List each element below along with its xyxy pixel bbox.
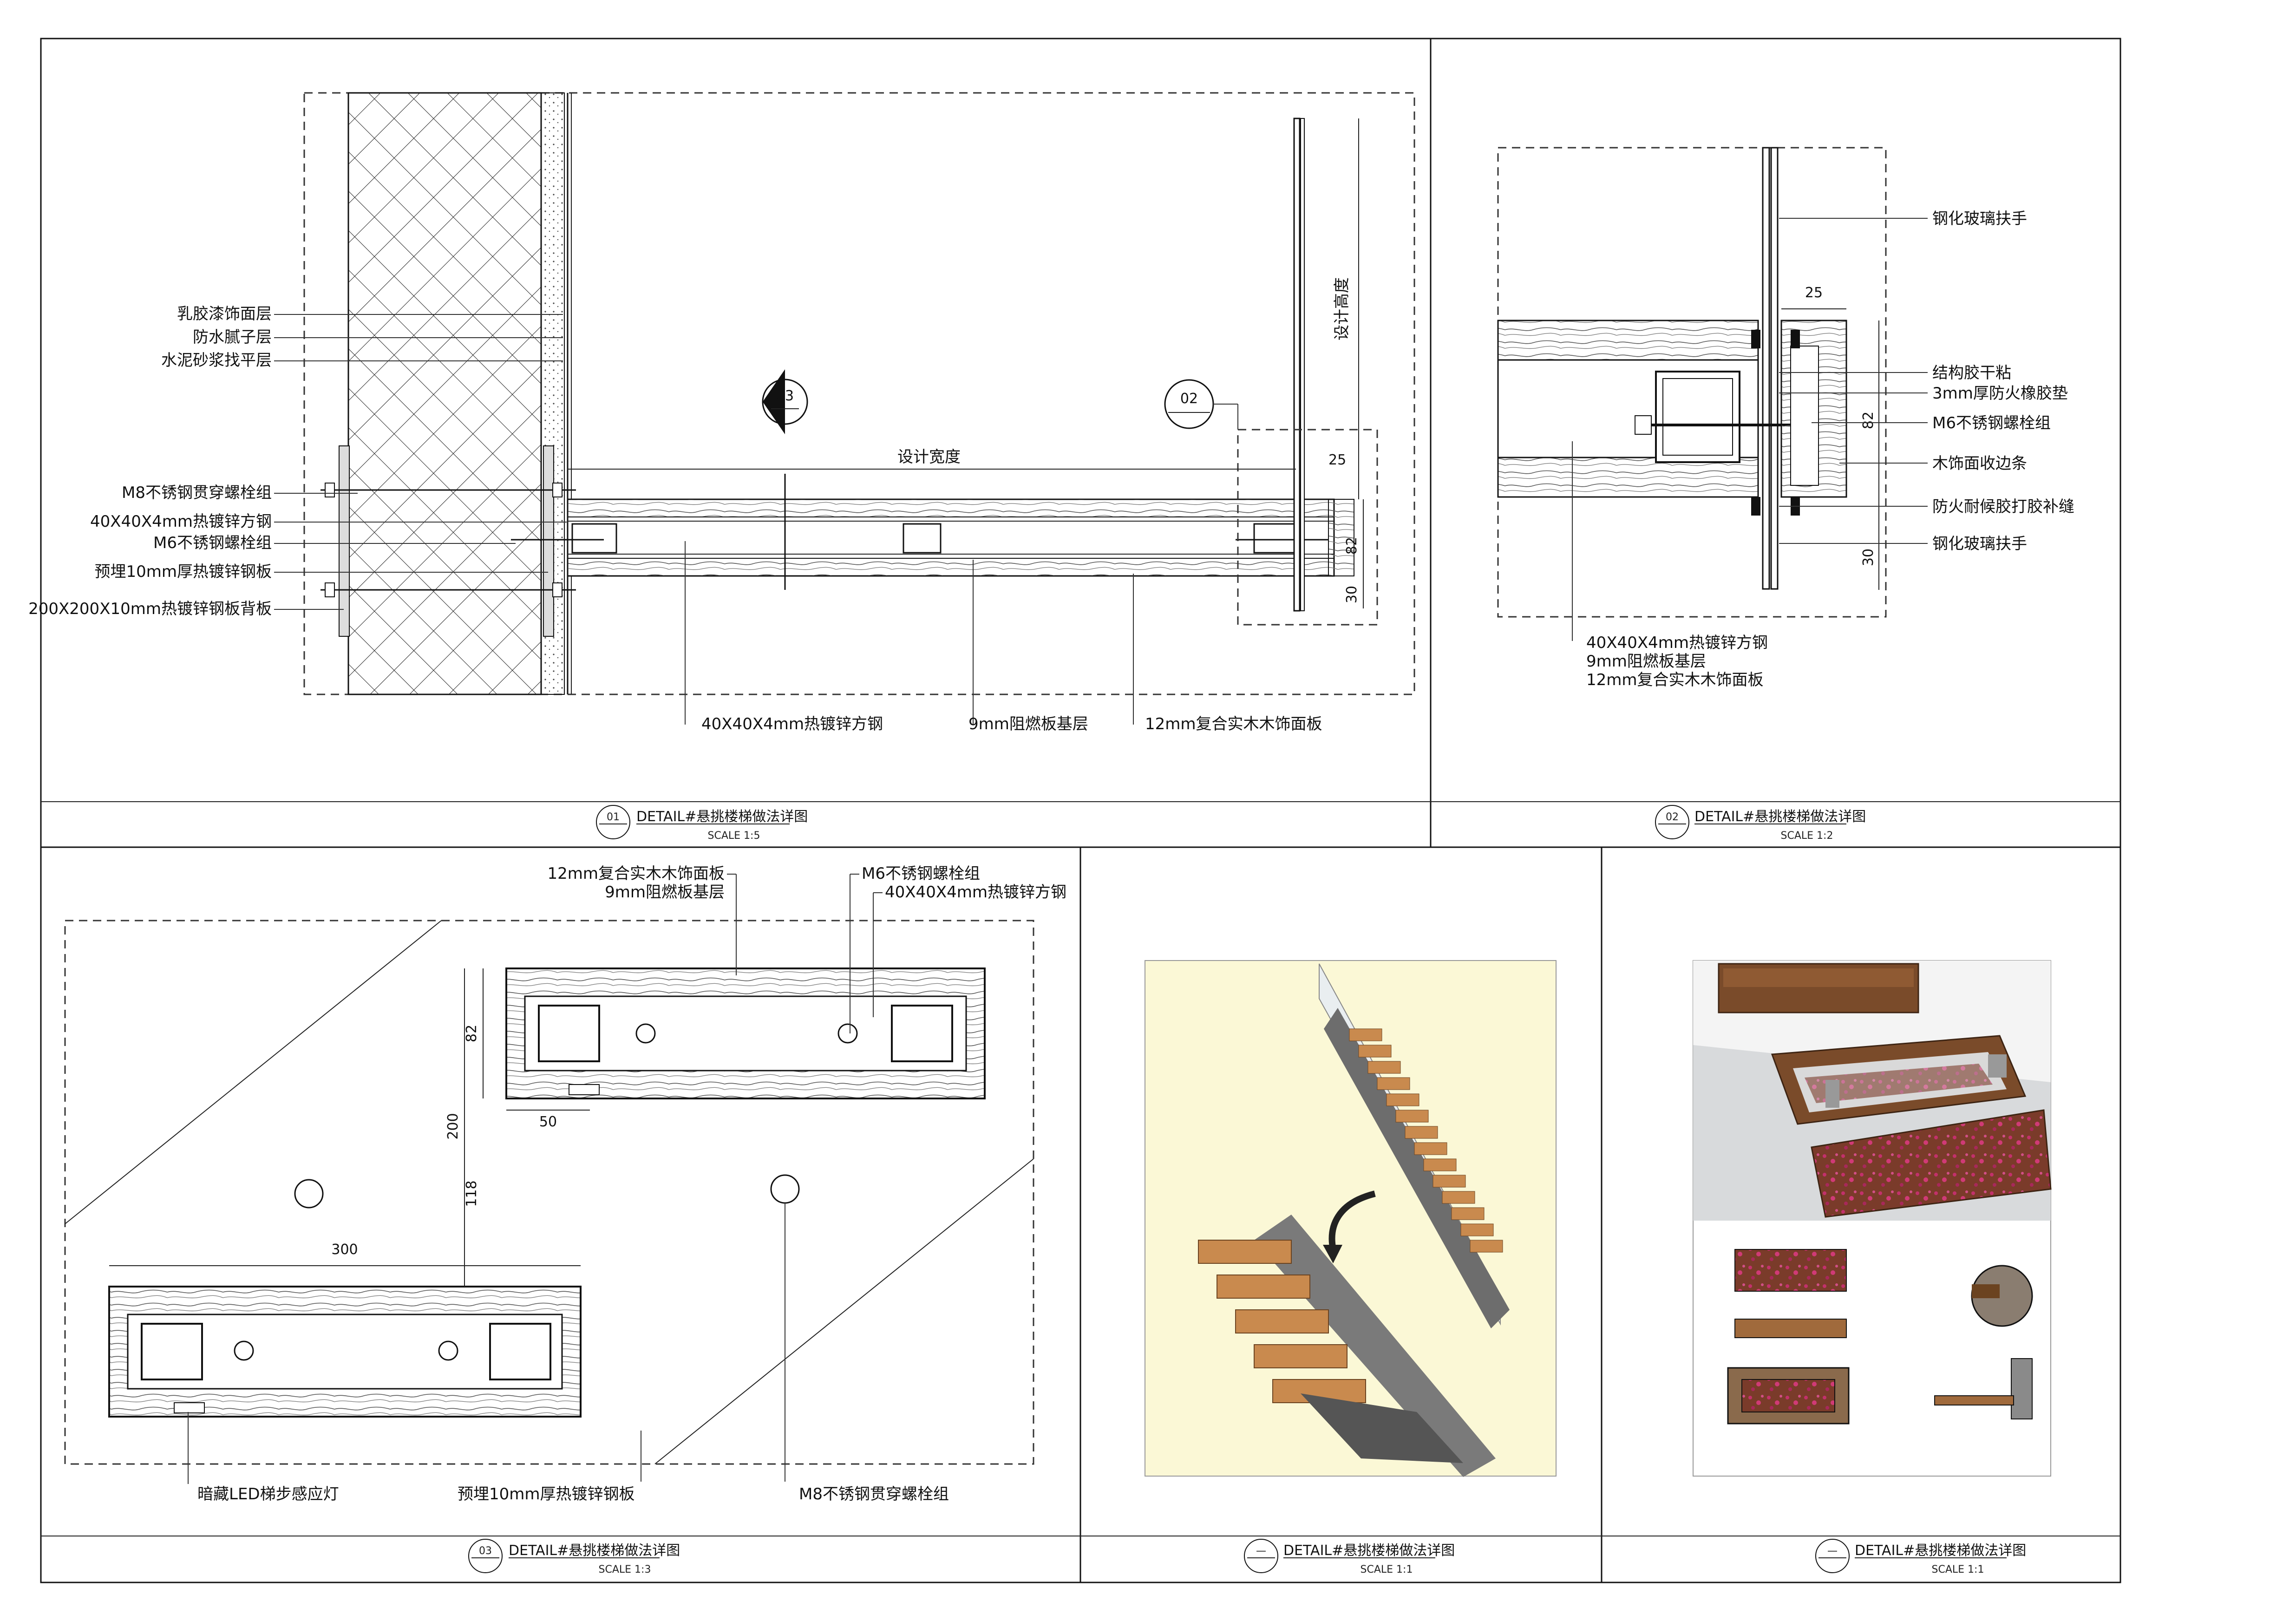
p02-label-steel: 40X40X4mm热镀锌方钢 — [1586, 634, 1768, 652]
dim-82: 82 — [1344, 537, 1360, 555]
panel-02-detail: 25 82 30 钢化玻璃扶手 结构胶干粘 3mm厚防火橡胶垫 M6不锈钢螺栓组… — [1497, 147, 2074, 842]
p02-label-glass-bottom: 钢化玻璃扶手 — [1932, 535, 2027, 553]
panel-03-detail: 82 200 118 50 300 12mm复合实木木饰面板 9mm阻燃板基层 … — [64, 864, 1066, 1575]
svg-text:03: 03 — [479, 1545, 492, 1557]
p03-bottom-labels: 暗藏LED梯步感应灯 预埋10mm厚热镀锌钢板 M8不锈钢贯穿螺栓组 — [188, 1412, 949, 1503]
p02-label-trim: 木饰面收边条 — [1932, 454, 2027, 473]
lower-stair-treads — [1198, 1240, 1366, 1403]
p03-label-board: 9mm阻燃板基层 — [605, 883, 725, 902]
label-cement-mortar: 水泥砂浆找平层 — [161, 351, 272, 370]
panel-05-render — [1693, 960, 2052, 1477]
p02-right-labels: 钢化玻璃扶手 结构胶干粘 3mm厚防火橡胶垫 M6不锈钢螺栓组 木饰面收边条 防… — [1779, 209, 2074, 553]
p02-label-structural-glue: 结构胶干粘 — [1932, 364, 2011, 382]
label-back-plate: 200X200X10mm热镀锌钢板背板 — [28, 600, 272, 618]
p03-label-veneer: 12mm复合实木木饰面板 — [547, 864, 725, 883]
steel-back-plate — [339, 445, 350, 637]
svg-text:01: 01 — [607, 811, 620, 823]
svg-text:—: — — [1256, 1545, 1266, 1557]
panel-04-scale: SCALE 1:1 — [1361, 1564, 1413, 1575]
panel-01-title: 01 DETAIL#悬挑楼梯做法详图 SCALE 1:5 — [596, 805, 808, 842]
tread-section — [511, 498, 1354, 577]
callout-03-label: 03 — [776, 388, 794, 404]
panel-01-detail: 03 02 设计宽度 设计高度 25 82 30 乳胶漆饰面层 防水腻子层 水泥… — [28, 92, 1415, 842]
p03-top-labels: 12mm复合实木木饰面板 9mm阻燃板基层 M6不锈钢螺栓组 40X40X4mm… — [547, 864, 1066, 1033]
p02-dim-82: 82 — [1860, 412, 1877, 429]
p03-label-m6: M6不锈钢螺栓组 — [862, 864, 980, 883]
p03-label-led: 暗藏LED梯步感应灯 — [197, 1485, 339, 1503]
panel-04-title-text: DETAIL#悬挑楼梯做法详图 — [1283, 1543, 1455, 1559]
panel-02-title-text: DETAIL#悬挑楼梯做法详图 — [1694, 809, 1866, 825]
label-m6-bolt: M6不锈钢螺栓组 — [153, 534, 272, 552]
p03-dim-82: 82 — [464, 1025, 480, 1042]
glass-balustrade — [1293, 118, 1301, 612]
svg-text:02: 02 — [1666, 811, 1679, 823]
p03-label-steel: 40X40X4mm热镀锌方钢 — [885, 883, 1066, 902]
p02-label-glass-top: 钢化玻璃扶手 — [1932, 209, 2027, 228]
p03-dim-50: 50 — [539, 1114, 557, 1130]
p03-label-embedded: 预埋10mm厚热镀锌钢板 — [458, 1485, 635, 1503]
label-m8-bolt: M8不锈钢贯穿螺栓组 — [122, 484, 272, 502]
p03-dim-200: 200 — [445, 1113, 461, 1139]
embedded-steel-plate — [543, 445, 554, 637]
label-steel-tube: 40X40X4mm热镀锌方钢 — [90, 512, 272, 531]
upper-stair-treads — [1349, 1028, 1503, 1253]
panel-03-title-text: DETAIL#悬挑楼梯做法详图 — [509, 1543, 680, 1559]
label-embedded-plate: 预埋10mm厚热镀锌钢板 — [94, 562, 272, 581]
p02-dim-25: 25 — [1805, 285, 1823, 301]
design-width-label: 设计宽度 — [897, 448, 961, 466]
concrete-wall — [347, 92, 542, 695]
panel-05-title: — DETAIL#悬挑楼梯做法详图 SCALE 1:1 — [1815, 1539, 2026, 1575]
p02-bottom-labels: 40X40X4mm热镀锌方钢 9mm阻燃板基层 12mm复合实木木饰面板 — [1572, 441, 1768, 689]
panel-05-title-text: DETAIL#悬挑楼梯做法详图 — [1855, 1543, 2026, 1559]
sheet-frame — [40, 38, 2121, 1583]
label-latex-paint: 乳胶漆饰面层 — [177, 305, 272, 323]
panel-03-title: 03 DETAIL#悬挑楼梯做法详图 SCALE 1:3 — [468, 1539, 680, 1575]
panel-05-scale: SCALE 1:1 — [1932, 1564, 1984, 1575]
p02-label-sealant: 防火耐候胶打胶补缝 — [1932, 497, 2074, 516]
panel-02-title: 02 DETAIL#悬挑楼梯做法详图 SCALE 1:2 — [1655, 805, 1866, 842]
dim-30: 30 — [1344, 586, 1360, 603]
label-waterproof-putty: 防水腻子层 — [193, 328, 272, 346]
panel-04-title: — DETAIL#悬挑楼梯做法详图 SCALE 1:1 — [1244, 1539, 1455, 1575]
p03-label-m8: M8不锈钢贯穿螺栓组 — [799, 1485, 949, 1503]
p02-label-board: 9mm阻燃板基层 — [1586, 652, 1706, 671]
p02-dim-30: 30 — [1860, 549, 1877, 566]
dim-25: 25 — [1328, 452, 1346, 468]
callout-02-label: 02 — [1180, 391, 1198, 407]
panel-02-scale: SCALE 1:2 — [1781, 830, 1833, 842]
svg-text:—: — — [1827, 1545, 1838, 1557]
panel-01-title-text: DETAIL#悬挑楼梯做法详图 — [636, 809, 808, 825]
panel-03-scale: SCALE 1:3 — [599, 1564, 651, 1575]
label-bottom-board: 9mm阻燃板基层 — [968, 715, 1088, 733]
p02-label-m6-bolt: M6不锈钢螺栓组 — [1932, 414, 2051, 432]
label-bottom-steel: 40X40X4mm热镀锌方钢 — [701, 715, 883, 733]
bottom-labels: 40X40X4mm热镀锌方钢 9mm阻燃板基层 12mm复合实木木饰面板 — [685, 541, 1322, 733]
p03-dim-300: 300 — [331, 1242, 358, 1258]
left-labels: 乳胶漆饰面层 防水腻子层 水泥砂浆找平层 M8不锈钢贯穿螺栓组 40X40X4m… — [28, 305, 567, 618]
p03-upper-tread — [505, 967, 986, 1099]
label-bottom-veneer: 12mm复合实木木饰面板 — [1145, 715, 1322, 733]
p02-label-rubber-pad: 3mm厚防火橡胶垫 — [1932, 384, 2068, 403]
p02-label-veneer: 12mm复合实木木饰面板 — [1586, 671, 1764, 689]
p03-dim-118: 118 — [464, 1180, 480, 1207]
design-height-label: 设计高度 — [1333, 277, 1351, 340]
panel-04-render — [1145, 960, 1557, 1477]
p03-lower-tread — [108, 1286, 582, 1418]
panel-01-scale: SCALE 1:5 — [708, 830, 760, 842]
